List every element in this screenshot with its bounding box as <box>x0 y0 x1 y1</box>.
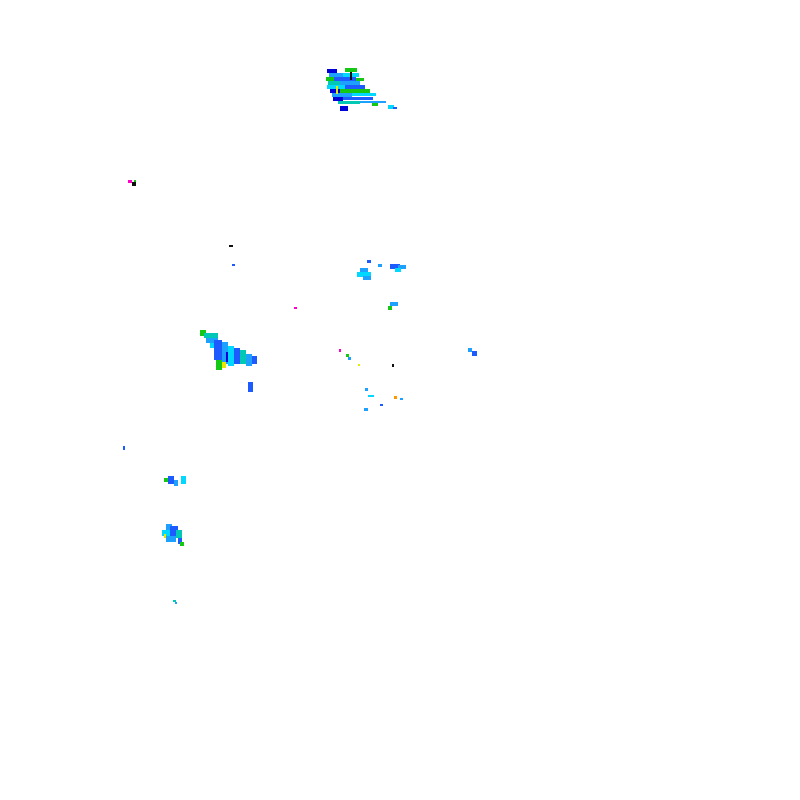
echo-speck-bottom-left <box>173 600 177 604</box>
echo-speck-upper-left <box>128 180 136 186</box>
echo-speck-far-left <box>123 446 125 450</box>
echo-cluster-left-center <box>200 330 257 392</box>
echo-specks-center <box>339 349 403 411</box>
echo-speck-right <box>468 348 477 356</box>
echo-speck-magenta <box>294 307 297 309</box>
echo-cluster-top <box>326 68 397 111</box>
echo-cluster-lower-left-1 <box>164 476 186 486</box>
echo-speck-small-1 <box>229 245 235 266</box>
echo-cluster-center-right <box>357 260 406 310</box>
echo-cluster-lower-left-2 <box>162 524 184 546</box>
